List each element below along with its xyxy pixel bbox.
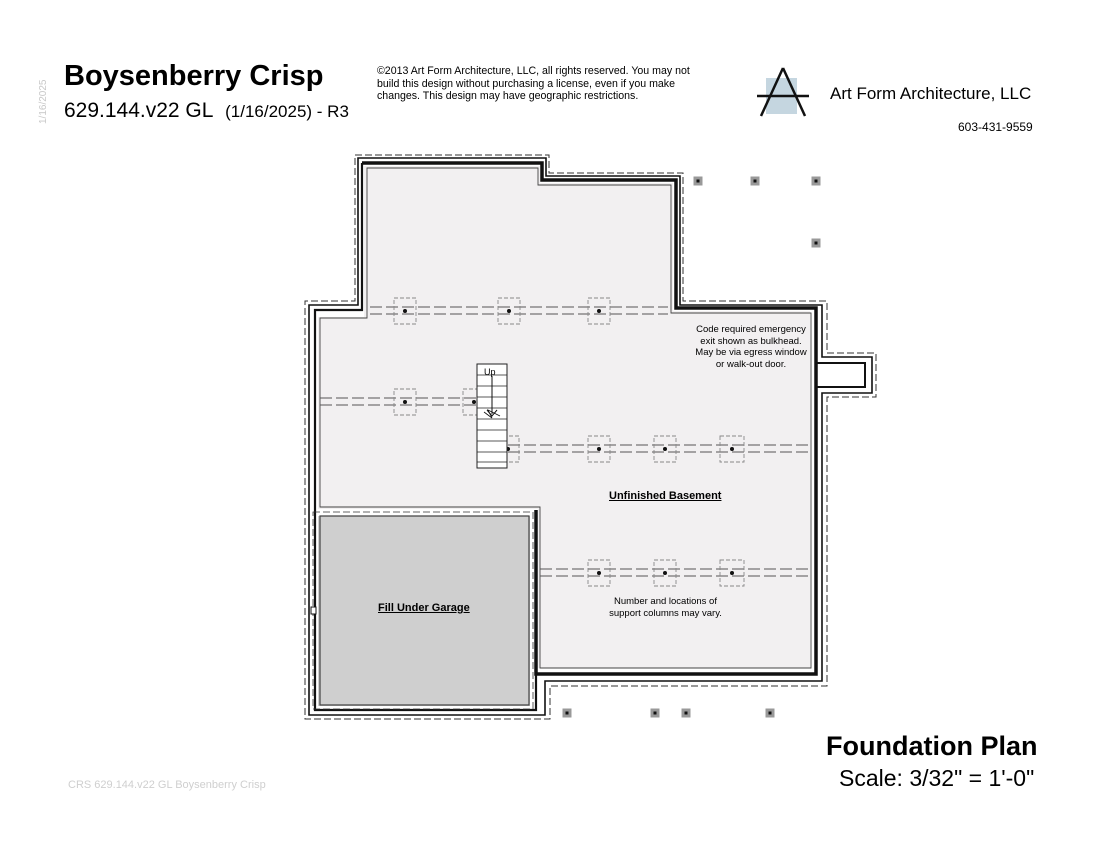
footing-outline-outer: [304, 154, 877, 720]
plan-name-title: Boysenberry Crisp: [64, 60, 324, 92]
garage-side-marker: [310, 606, 317, 615]
garage-fill-area: [318, 516, 530, 706]
foundation-wall-outer: [308, 157, 873, 716]
company-logo-icon: [757, 67, 809, 117]
company-phone: 603-431-9559: [958, 120, 1033, 134]
exterior-piers: [562, 176, 821, 718]
bulkhead-outline: [816, 362, 866, 388]
garage-wall: [319, 515, 530, 706]
plan-number-line: 629.144.v22 GL (1/16/2025) - R3: [64, 99, 349, 123]
stair-break-icon: [483, 409, 501, 419]
basement-floor-area: [318, 166, 810, 668]
watermark-text: CRS 629.144.v22 GL Boysenberry Crisp: [68, 779, 266, 791]
drawing-title: Foundation Plan: [826, 731, 1038, 761]
foundation-wall-main: [362, 161, 818, 676]
columns-note: Number and locations of support columns …: [609, 596, 722, 619]
company-name: Art Form Architecture, LLC: [830, 84, 1032, 103]
basement-stairs: [476, 363, 508, 469]
plan-date: (1/16/2025) - R3: [225, 102, 349, 121]
stair-up-label: Up: [484, 367, 496, 377]
copyright-notice: ©2013 Art Form Architecture, LLC, all ri…: [377, 65, 690, 103]
unfinished-basement-label: Unfinished Basement: [609, 490, 722, 502]
plan-number: 629.144.v22 GL: [64, 99, 214, 122]
fill-under-garage-label: Fill Under Garage: [378, 602, 470, 614]
support-columns: [393, 297, 745, 587]
drawing-scale: Scale: 3/32" = 1'-0": [839, 765, 1035, 791]
garage-footing: [312, 511, 534, 710]
foundation-wall-inner: [319, 167, 812, 669]
foundation-wall-west: [313, 163, 538, 712]
egress-note: Code required emergency exit shown as bu…: [695, 324, 807, 370]
